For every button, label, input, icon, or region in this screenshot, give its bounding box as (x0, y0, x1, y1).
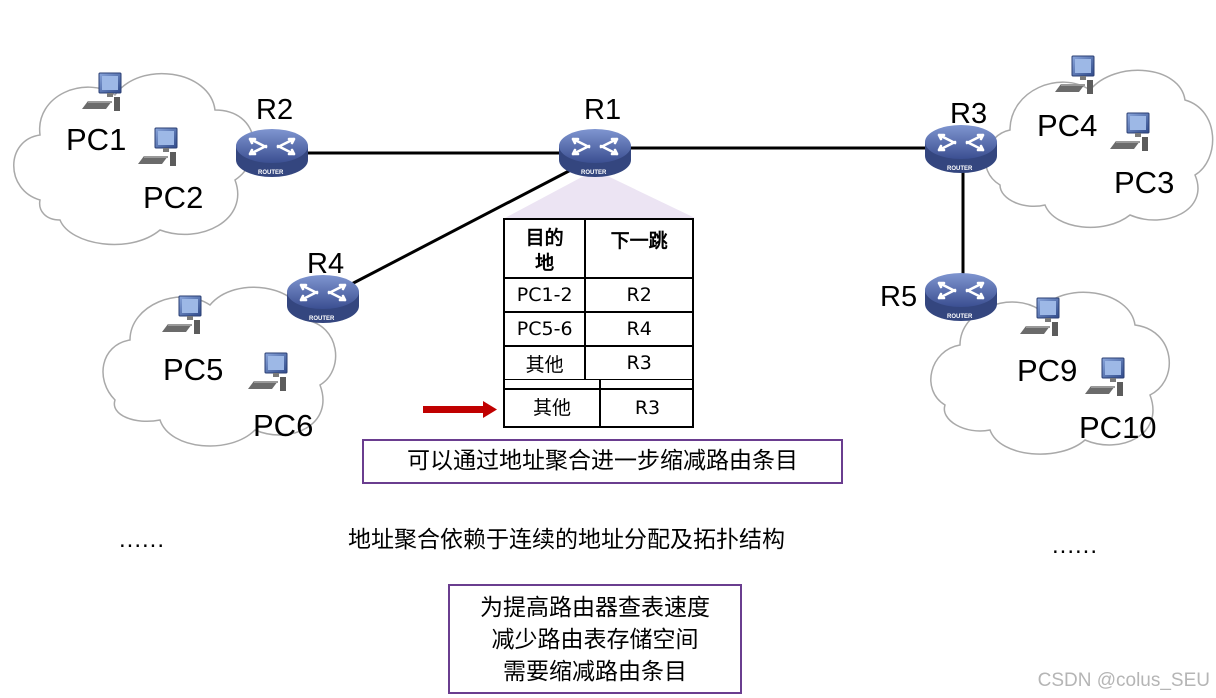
router-badge: ROUTER (947, 166, 973, 172)
pc10-label: PC10 (1079, 410, 1157, 445)
router-r1-label: R1 (584, 94, 622, 126)
routing-table: 目的地 下一跳 PC1-2 R2 PC5-6 R4 其他 R3 (502, 218, 694, 381)
table-cell-next: R4 (584, 311, 694, 347)
ellipsis-right: ...... (1052, 532, 1099, 559)
link-r1-r4 (339, 158, 591, 292)
cloud-right-bottom (930, 291, 1171, 455)
aggregated-next: R3 (634, 397, 661, 419)
router-r5-label: R5 (880, 281, 918, 313)
aggregated-row: 其他 R3 (503, 380, 694, 428)
dependency-note: 地址聚合依赖于连续的地址分配及拓扑结构 (348, 527, 785, 553)
pc9-label: PC9 (1017, 353, 1078, 388)
router-r3-label: R3 (950, 98, 988, 130)
pc6-label: PC6 (253, 408, 314, 443)
pc2-label: PC2 (143, 180, 204, 215)
table-cell-dest: PC5-6 (502, 311, 587, 347)
watermark: CSDN @colus_SEU (1037, 670, 1210, 691)
pc4-icon (1054, 55, 1095, 95)
pc3-label: PC3 (1114, 165, 1175, 200)
cloud-right-top (984, 69, 1214, 228)
table-callout (505, 170, 695, 218)
links (290, 146, 965, 292)
purpose-line: 为提高路由器查表速度 (480, 595, 710, 621)
table-cell-dest: 其他 (502, 345, 587, 381)
purpose-line: 减少路由表存储空间 (491, 627, 699, 653)
router-r4-label: R4 (307, 248, 345, 280)
red-arrow-icon (423, 401, 497, 418)
pc4-label: PC4 (1037, 108, 1098, 143)
table-cell-next: R2 (584, 277, 694, 313)
cloud-left-top (13, 72, 255, 246)
table-cell-dest: PC1-2 (502, 277, 587, 313)
ellipsis-left: ...... (119, 526, 166, 553)
cloud-left-bottom (102, 286, 337, 447)
table-cell-next: R3 (584, 345, 694, 381)
aggregated-dest: 其他 (532, 397, 571, 419)
pc1-label: PC1 (66, 122, 127, 157)
aggregation-note: 可以通过地址聚合进一步缩减路由条目 (362, 439, 843, 484)
router-badge: ROUTER (309, 316, 335, 322)
router-badge: ROUTER (258, 170, 284, 176)
purpose-line: 需要缩减路由条目 (503, 659, 687, 685)
pc5-label: PC5 (163, 352, 224, 387)
table-header-destination: 目的地 (502, 218, 587, 279)
table-header-next-hop: 下一跳 (584, 218, 694, 279)
purpose-box: 为提高路由器查表速度 减少路由表存储空间 需要缩减路由条目 (448, 584, 742, 694)
router-badge: ROUTER (581, 170, 607, 176)
router-badge: ROUTER (947, 314, 973, 320)
router-r2-label: R2 (256, 94, 294, 126)
